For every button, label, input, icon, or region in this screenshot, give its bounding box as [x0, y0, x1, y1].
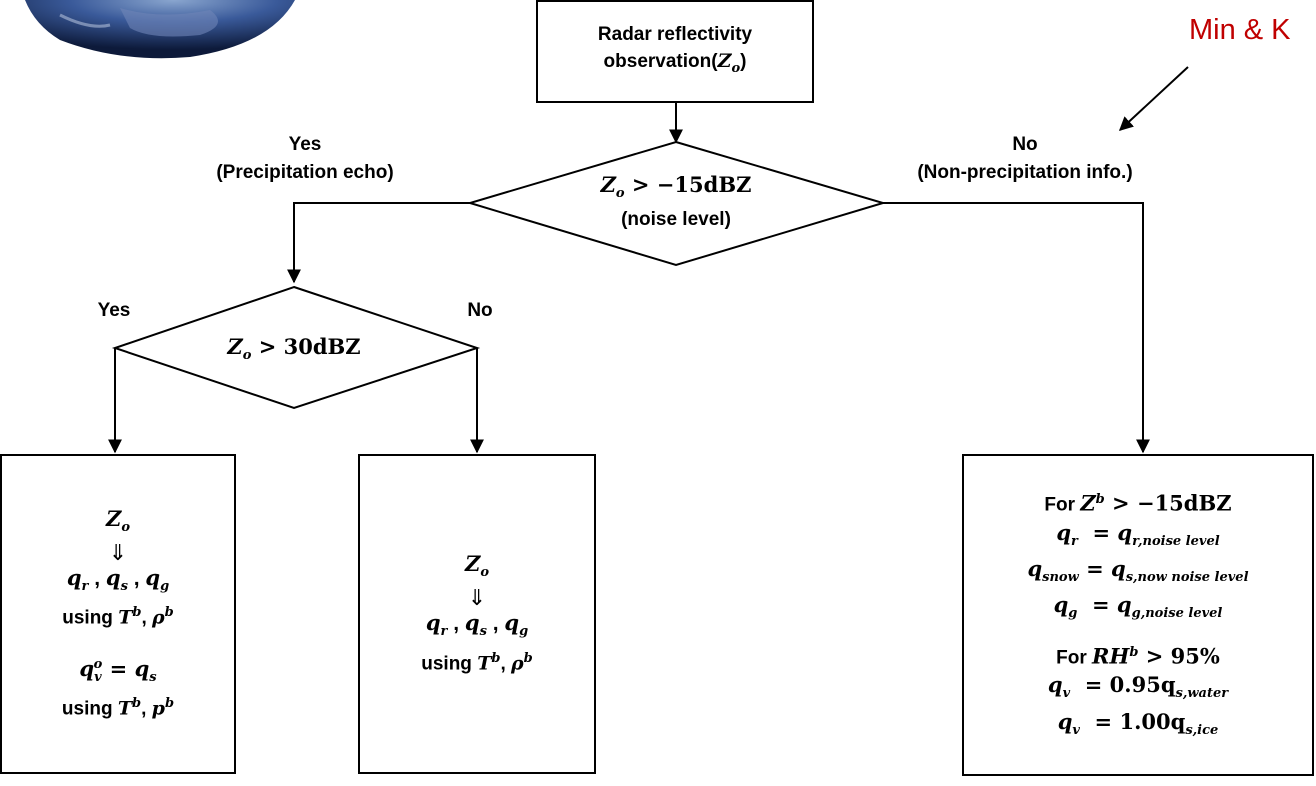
radar-observation-box: Radar reflectivity observation(Zo): [536, 0, 814, 103]
right-qr-equation: qr = qr,noise level: [1056, 519, 1220, 549]
decision1-text: Zo > −15dBZ (noise level): [520, 172, 832, 233]
right-qv-ice-equation: qv = 1.00qs,ice: [1057, 708, 1219, 738]
decision2-yes-label: Yes: [97, 300, 131, 321]
earth-image: [25, 0, 295, 59]
arrow-decision1-yes: [287, 202, 470, 284]
result-box-low-reflectivity: Zo ⇓ qr , qs , qg using Tb, ρb: [358, 454, 596, 774]
left-zo: Zo: [105, 505, 130, 536]
top-box-line2: observation(Zo): [603, 49, 747, 76]
right-condition2: For RHb > 95%: [1056, 643, 1220, 669]
left-using-line1: using Tb, ρb: [62, 605, 174, 629]
result-box-non-precipitation: For Zb > −15dBZ qr = qr,noise level qsno…: [962, 454, 1314, 776]
decision1-yes-label: Yes (Precipitation echo): [216, 134, 394, 183]
left-implies-arrow: ⇓: [108, 540, 128, 566]
right-qv-water-equation: qv = 0.95qs,water: [1047, 672, 1229, 702]
middle-zo: Zo: [464, 551, 489, 581]
annotation-arrow: [1118, 66, 1189, 131]
middle-hydrometeors: qr , qs , qg: [425, 610, 529, 640]
decision2-diamond: [111, 285, 481, 410]
decision2-no-label: No: [467, 300, 493, 321]
left-hydrometeors: qr , qs , qg: [66, 565, 170, 595]
result-box-high-reflectivity: Zo ⇓ qr , qs , qg using Tb, ρb qvo = qs …: [0, 454, 236, 774]
middle-using-line: using Tb, ρb: [421, 650, 533, 674]
right-qg-equation: qg = qg,noise level: [1053, 591, 1223, 622]
author-label: Min & K: [1189, 14, 1291, 46]
top-box-line1: Radar reflectivity: [597, 23, 753, 45]
left-qv-equation: qvo = qs: [79, 655, 157, 685]
decision1-diamond: [466, 140, 887, 267]
middle-implies-arrow: ⇓: [467, 585, 487, 611]
decision2-text: Zo > 30dBZ: [227, 334, 361, 364]
right-qsnow-equation: qsnow = qs,now noise level: [1027, 555, 1249, 585]
decision1-condition: Zo > −15dBZ: [600, 172, 752, 202]
decision1-note: (noise level): [621, 209, 731, 231]
right-condition1: For Zb > −15dBZ: [1044, 490, 1232, 516]
arrow-decision1-no: [883, 202, 1150, 454]
decision1-no-label: No (Non-precipitation info.): [917, 134, 1133, 183]
left-using-line2: using Tb, pb: [61, 695, 175, 720]
